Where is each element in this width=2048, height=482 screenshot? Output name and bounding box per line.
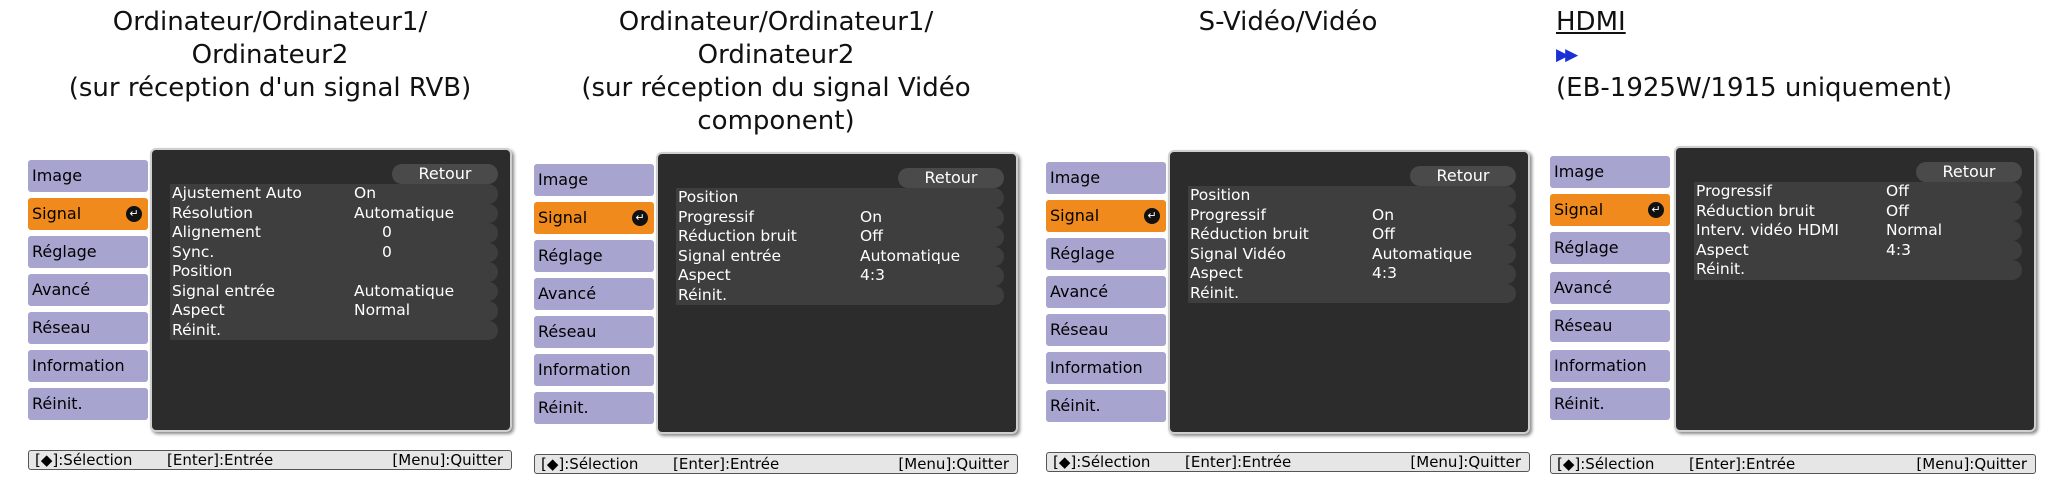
menu-item-reinit[interactable]: Réinit. — [1550, 388, 1670, 420]
menu-item-avance[interactable]: Avancé — [28, 274, 148, 306]
back-button[interactable]: Retour — [1916, 162, 2022, 182]
menu-item-reinit[interactable]: Réinit. — [28, 388, 148, 420]
menu-item-reseau[interactable]: Réseau — [534, 316, 654, 348]
menu-item-reglage[interactable]: Réglage — [1046, 238, 1166, 270]
enter-icon: ↵ — [1648, 202, 1664, 218]
key-hint-bar: [◆]:Sélection [Enter]:Entrée [Menu]:Quit… — [1550, 454, 2036, 474]
key-hint-bar: [◆]:Sélection [Enter]:Entrée [Menu]:Quit… — [28, 450, 512, 470]
menu-item-signal[interactable]: Signal↵ — [28, 198, 148, 230]
enter-icon: ↵ — [126, 206, 142, 222]
menu-item-avance[interactable]: Avancé — [1046, 276, 1166, 308]
menu-item-information[interactable]: Information — [28, 350, 148, 382]
panel-caption: HDMI▶▶(EB-1925W/1915 uniquement) — [1550, 6, 2036, 105]
panel-svideo: S-Vidéo/Vidéo Retour Position Progressif… — [1046, 0, 1530, 481]
menu-row[interactable]: Sync.0 — [170, 242, 498, 262]
panel-component: Ordinateur/Ordinateur1/ Ordinateur2 (sur… — [534, 0, 1018, 481]
menu-item-image[interactable]: Image — [1046, 162, 1166, 194]
panel-rgb: Ordinateur/Ordinateur1/ Ordinateur2 (sur… — [28, 0, 512, 481]
menu-item-signal[interactable]: Signal↵ — [534, 202, 654, 234]
menu-row[interactable]: Position — [170, 262, 498, 282]
menu-item-reinit[interactable]: Réinit. — [534, 392, 654, 424]
back-button[interactable]: Retour — [898, 168, 1004, 188]
menu-item-information[interactable]: Information — [1550, 350, 1670, 382]
panel-caption: Ordinateur/Ordinateur1/ Ordinateur2 (sur… — [581, 7, 971, 136]
menu-item-reglage[interactable]: Réglage — [28, 236, 148, 268]
menu-row[interactable]: Réinit. — [170, 320, 498, 340]
menu-item-information[interactable]: Information — [1046, 352, 1166, 384]
menu-row[interactable]: Réinit. — [1188, 283, 1516, 303]
menu-item-signal[interactable]: Signal↵ — [1550, 194, 1670, 226]
menu-item-image[interactable]: Image — [1550, 156, 1670, 188]
menu-row[interactable]: Position — [1188, 186, 1516, 206]
menu-item-reglage[interactable]: Réglage — [534, 240, 654, 272]
menu-item-reseau[interactable]: Réseau — [1550, 310, 1670, 342]
back-button[interactable]: Retour — [392, 164, 498, 184]
menu-item-reglage[interactable]: Réglage — [1550, 232, 1670, 264]
menu-item-image[interactable]: Image — [534, 164, 654, 196]
menu-item-reseau[interactable]: Réseau — [1046, 314, 1166, 346]
key-hint-bar: [◆]:Sélection [Enter]:Entrée [Menu]:Quit… — [1046, 452, 1530, 472]
hdmi-link[interactable]: HDMI — [1556, 7, 1626, 37]
panel-hdmi: HDMI▶▶(EB-1925W/1915 uniquement) Retour … — [1550, 0, 2036, 481]
menu-item-signal[interactable]: Signal↵ — [1046, 200, 1166, 232]
panel-caption: Ordinateur/Ordinateur1/ Ordinateur2 (sur… — [68, 7, 472, 103]
menu-item-avance[interactable]: Avancé — [534, 278, 654, 310]
glossary-arrow-icon: ▶▶ — [1556, 45, 1578, 65]
menu-item-information[interactable]: Information — [534, 354, 654, 386]
key-hint-bar: [◆]:Sélection [Enter]:Entrée [Menu]:Quit… — [534, 454, 1018, 474]
enter-icon: ↵ — [1144, 208, 1160, 224]
menu-item-avance[interactable]: Avancé — [1550, 272, 1670, 304]
enter-icon: ↵ — [632, 210, 648, 226]
menu-item-reseau[interactable]: Réseau — [28, 312, 148, 344]
menu-row[interactable]: Réinit. — [676, 285, 1004, 305]
back-button[interactable]: Retour — [1410, 166, 1516, 186]
menu-row[interactable]: Position — [676, 188, 1004, 208]
menu-row[interactable]: Réinit. — [1694, 260, 2022, 280]
menu-item-reinit[interactable]: Réinit. — [1046, 390, 1166, 422]
menu-item-image[interactable]: Image — [28, 160, 148, 192]
panel-caption: S-Vidéo/Vidéo — [1198, 7, 1378, 37]
